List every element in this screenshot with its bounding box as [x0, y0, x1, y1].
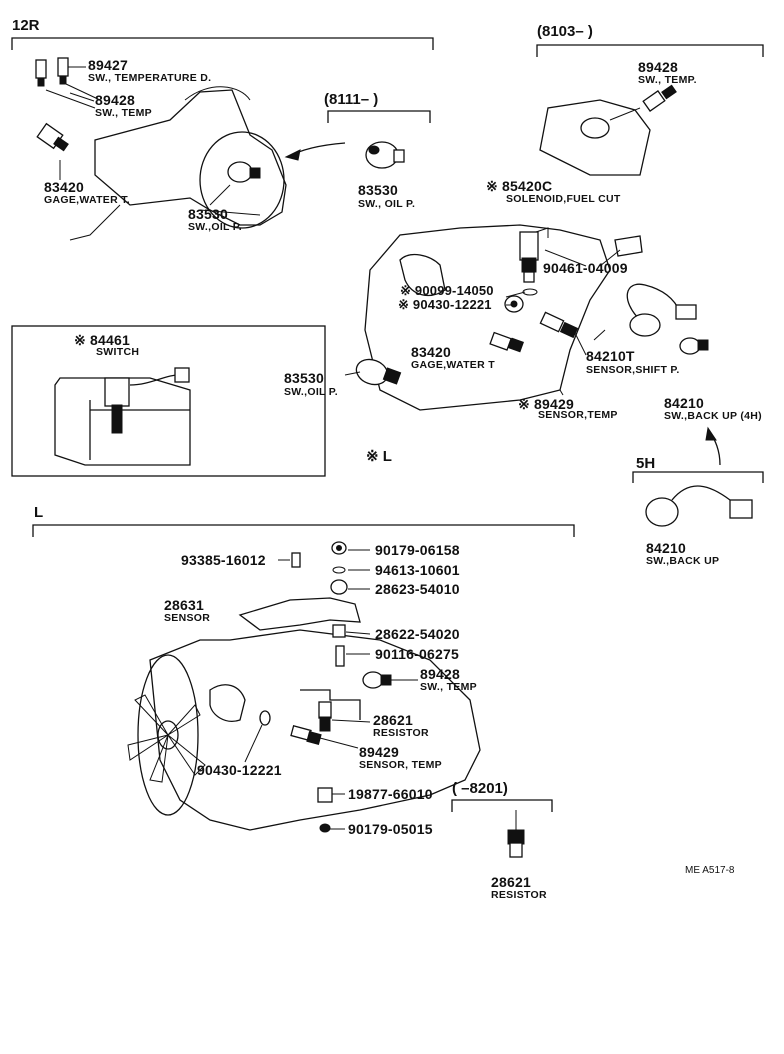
part-89428c-number: 89428: [420, 666, 460, 682]
part-83420a-number: 83420: [44, 179, 84, 195]
part-28622-number: 28622-54020: [375, 626, 460, 642]
fan-drawing: [127, 654, 206, 816]
switch-84461-drawing: [54, 367, 191, 466]
part-84461-number: ※ 84461: [74, 332, 130, 348]
part-83420b-number: 83420: [411, 344, 451, 360]
diagram-code: ME A517-8: [685, 865, 735, 876]
part-90461-number: 90461-04009: [543, 260, 628, 276]
part-89428c-desc: SW., TEMP: [420, 681, 477, 693]
part-83420a-desc: GAGE,WATER T.: [44, 194, 130, 206]
part-84210b-desc: SW.,BACK UP: [646, 555, 720, 567]
section-5h: 5H: [636, 455, 656, 472]
section-brackets: [11, 37, 764, 812]
engine-8103-drawing: [539, 99, 651, 176]
part-89428a-number: 89428: [95, 92, 135, 108]
part-89429b-number: 89429: [359, 744, 399, 760]
section-8201: ( –8201): [452, 780, 508, 797]
part-90430a-number: ※ 90430-12221: [398, 297, 492, 312]
arrow-head: [284, 149, 301, 161]
water-gage-83420-drawing: [36, 122, 69, 180]
part-89427-desc: SW., TEMPERATURE D.: [88, 72, 212, 84]
connector-90461-drawing: [614, 235, 643, 257]
part-89428b-desc: SW., TEMP.: [638, 74, 697, 86]
oil-switch-83530-on-engine: [209, 161, 261, 206]
section-12r: 12R: [12, 17, 40, 34]
part-85420c-desc: SOLENOID,FUEL CUT: [506, 193, 621, 205]
part-89429b-desc: SENSOR, TEMP: [359, 759, 442, 771]
part-83530a-desc: SW.,OIL P.: [188, 221, 242, 233]
fuel-cut-solenoid-drawing: [519, 227, 549, 283]
part-90179a-number: 90179-06158: [375, 542, 460, 558]
backup-switch-4h-drawing: [679, 337, 709, 355]
part-28621b-number: 28621: [491, 874, 531, 890]
arrow-head-5h: [705, 426, 717, 441]
part-89429a-desc: SENSOR,TEMP: [538, 409, 618, 421]
part-83530b-desc: SW., OIL P.: [358, 198, 416, 210]
part-19877-number: 19877-66010: [348, 786, 433, 802]
part-89428a-desc: SW., TEMP: [95, 107, 152, 119]
inset-box-84461: [11, 325, 326, 477]
part-28631-desc: SENSOR: [164, 612, 211, 624]
part-83530c-desc: SW.,OIL P.: [284, 386, 338, 398]
part-83530b-number: 83530: [358, 182, 398, 198]
part-28623-number: 28623-54010: [375, 581, 460, 597]
part-84210a-desc: SW.,BACK UP (4H): [664, 410, 762, 422]
small-parts-stack-drawing: [259, 541, 392, 833]
part-83530a-number: 83530: [188, 206, 228, 222]
temp-switch-89427-drawing: [35, 57, 101, 109]
part-85420c-number: ※ 85420C: [486, 178, 553, 194]
part-89428b-number: 89428: [638, 59, 678, 75]
part-28631-number: 28631: [164, 597, 204, 613]
part-84210t-number: 84210T: [586, 348, 635, 364]
part-28621a-desc: RESISTOR: [373, 727, 429, 739]
leader-lines: [68, 66, 621, 830]
sensor-89429-drawing: [539, 311, 579, 339]
section-l: L: [34, 504, 44, 521]
part-93385-number: 93385-16012: [181, 552, 266, 568]
part-84461-desc: SWITCH: [96, 346, 140, 358]
part-83420b-desc: GAGE,WATER T: [411, 359, 495, 371]
engine-12r-drawing: [69, 86, 287, 241]
part-84210t-desc: SENSOR,SHIFT P.: [586, 364, 680, 376]
part-90116-number: 90116-06275: [375, 646, 459, 662]
backup-switch-5h-drawing: [645, 485, 753, 527]
section-8111: (8111– ): [324, 91, 379, 108]
part-28621a-number: 28621: [373, 712, 413, 728]
part-83530c-number: 83530: [284, 370, 324, 386]
part-28621b-desc: RESISTOR: [491, 889, 547, 901]
part-90430b-number: 90430-12221: [197, 762, 282, 778]
gasket-drawing: [504, 288, 538, 313]
part-89427-number: 89427: [88, 57, 128, 73]
gage-83420b-drawing: [489, 331, 524, 353]
oil-switch-83530c-drawing: [355, 358, 402, 386]
section-l-mark: ※ L: [366, 448, 392, 465]
section-8103: (8103– ): [537, 23, 593, 40]
transmission-drawing: [364, 224, 611, 411]
part-84210a-number: 84210: [664, 395, 704, 411]
part-89429a-number: ※ 89429: [518, 396, 574, 412]
part-94613-number: 94613-10601: [375, 562, 460, 578]
temp-switch-89428-drawing: [642, 84, 677, 112]
oil-switch-83530-drawing: [365, 141, 405, 169]
sensor-bracket-28631-drawing: [238, 597, 361, 631]
shift-sensor-84210t-drawing: [626, 283, 697, 337]
engine-l-drawing: [149, 629, 481, 831]
part-84210b-number: 84210: [646, 540, 686, 556]
part-90099-number: ※ 90099-14050: [400, 283, 494, 298]
resistor-28621b-drawing: [507, 810, 525, 858]
part-90179b-number: 90179-05015: [348, 821, 433, 837]
